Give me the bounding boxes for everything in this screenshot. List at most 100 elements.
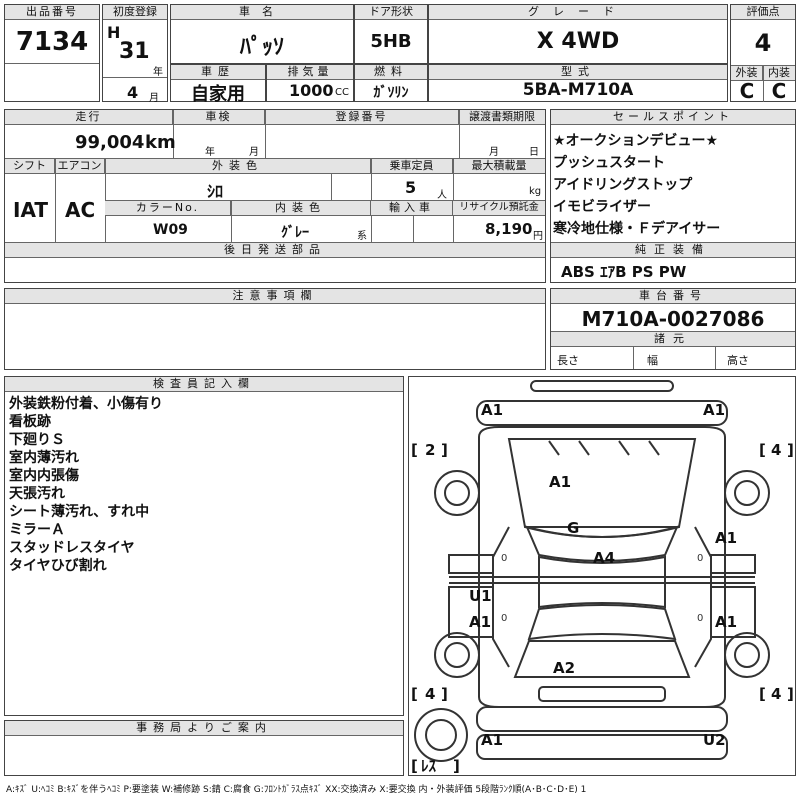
insp-month-unit: 月 xyxy=(249,147,259,158)
displacement-label: 排気量 xyxy=(267,65,353,80)
reg-year-unit: 年 xyxy=(153,67,163,78)
door-type: 5HB xyxy=(370,31,412,52)
equipment: ABS ｴｱB PS PW xyxy=(561,263,687,281)
displacement: 1000 xyxy=(289,81,334,100)
grade-box: グレード X 4WD xyxy=(428,4,728,64)
recycle-label: リサイクル預託金 xyxy=(453,201,545,216)
interior-color: ｸﾞﾚｰ xyxy=(281,225,309,241)
fuel-box: 燃料 ｶﾞｿﾘﾝ xyxy=(354,64,428,102)
capacity-unit: 人 xyxy=(437,190,447,201)
svg-text:]: ] xyxy=(441,685,448,703)
history: 自家用 xyxy=(191,84,245,105)
inspector-note: スタッドレスタイヤ xyxy=(9,540,135,556)
header-block: 出品番号 7134 初度登録 H 31 年 4 月 車名 ﾊﾟｯｿ ドア形状 5… xyxy=(4,4,796,105)
ext-label: 外装 xyxy=(731,66,763,81)
svg-text:[: [ xyxy=(411,685,418,703)
later-parts-label: 後日発送部品 xyxy=(5,243,545,258)
svg-text:]: ] xyxy=(441,441,448,459)
int-color-unit: 系 xyxy=(357,231,367,242)
shift-label: シフト xyxy=(5,159,55,174)
inspection-label: 車検 xyxy=(173,110,265,125)
reg-year: 31 xyxy=(119,39,150,64)
transfer-label: 譲渡書類期限 xyxy=(459,110,545,125)
int-label: 内装 xyxy=(763,66,795,81)
door-box: ドア形状 5HB xyxy=(354,4,428,64)
damage-mark: A1 xyxy=(715,529,737,547)
recycle-unit: 円 xyxy=(533,231,543,242)
car-name-label: 車名 xyxy=(171,5,353,20)
inspector-note: タイヤひび割れ xyxy=(9,558,107,574)
int-color-label: 内装色 xyxy=(231,201,371,216)
svg-text:[: [ xyxy=(759,685,766,703)
inspector-note: 天張汚れ xyxy=(9,486,65,502)
svg-text:[: [ xyxy=(759,441,766,459)
era: H xyxy=(107,23,121,42)
sales-item: アイドリングストップ xyxy=(553,177,693,193)
color-label: 外装色 xyxy=(105,159,371,174)
equip-label: 純正装備 xyxy=(551,243,795,258)
legend: A:ｷｽﾞ U:ﾍｺﾐ B:ｷｽﾞを伴うﾍｺﾐ P:要塗装 W:補修跡 S:錆 … xyxy=(6,785,587,795)
import-label: 輸入車 xyxy=(371,201,453,216)
tire-depth: 4 xyxy=(771,685,781,703)
damage-mark: A1 xyxy=(715,613,737,631)
first-reg-label: 初度登録 xyxy=(103,5,167,20)
model: 5BA-M710A xyxy=(522,80,634,100)
svg-text:[: [ xyxy=(411,757,418,775)
inspector-note: 室内薄汚れ xyxy=(9,450,79,466)
zero-mark: 0 xyxy=(501,613,507,624)
car-name: ﾊﾟｯｿ xyxy=(239,35,284,60)
svg-text:]: ] xyxy=(787,441,794,459)
sales-item: 寒冷地仕様・Ｆデアイサー xyxy=(553,221,721,237)
capacity: 5 xyxy=(405,178,417,197)
sales-label: セールスポイント xyxy=(551,110,795,125)
history-box: 車歴 自家用 xyxy=(170,64,266,105)
svg-text:[: [ xyxy=(411,441,418,459)
car-diagram-block: A1 A1 A1 G A4 A1 U1 A1 A1 A2 A1 U2 [ 2 ]… xyxy=(408,376,796,776)
sales-block: セールスポイント ★オークションデビュー★ プッシュスタート アイドリングストッ… xyxy=(550,109,796,283)
tire-depth: 4 xyxy=(771,441,781,459)
damage-mark: A1 xyxy=(703,401,725,419)
inspector-note: シート薄汚れ、すれ中 xyxy=(9,504,150,520)
insp-year-unit: 年 xyxy=(205,147,215,158)
width-label: 幅 xyxy=(647,354,658,367)
history-label: 車歴 xyxy=(171,65,265,80)
chassis-label: 車台番号 xyxy=(551,289,795,304)
recycle: 8,190 xyxy=(485,220,533,238)
damage-mark: A4 xyxy=(593,549,615,567)
lot-box: 出品番号 7134 xyxy=(4,4,100,102)
reg-no-label: 登録番号 xyxy=(265,110,459,125)
ac: AC xyxy=(65,198,96,222)
zero-mark: 0 xyxy=(697,613,703,624)
inspector-note: 外装鉄粉付着、小傷有り xyxy=(9,396,163,412)
damage-mark: A2 xyxy=(553,659,575,677)
fuel-label: 燃料 xyxy=(355,65,427,80)
transfer-month-unit: 月 xyxy=(489,147,499,158)
spec-block: 走行 車検 登録番号 譲渡書類期限 99,004 km 年 月 月 日 シフト … xyxy=(4,109,546,283)
grade-label: グレード xyxy=(429,5,727,20)
damage-mark: G xyxy=(567,519,579,537)
car-diagram: A1 A1 A1 G A4 A1 U1 A1 A1 A2 A1 U2 [ 2 ]… xyxy=(411,380,794,775)
lot-label: 出品番号 xyxy=(5,5,99,20)
exterior-color: ｼﾛ xyxy=(206,182,223,201)
model-box: 型式 5BA-M710A xyxy=(428,64,728,102)
capacity-label: 乗車定員 xyxy=(371,159,453,174)
displacement-box: 排気量 1000 CC xyxy=(266,64,354,102)
office-label: 事務局よりご案内 xyxy=(5,721,403,736)
inspector-block: 検査員記入欄 外装鉄粉付着、小傷有り 看板跡 下廻りＳ 室内薄汚れ 室内内張傷 … xyxy=(4,376,404,716)
fuel: ｶﾞｿﾘﾝ xyxy=(373,85,409,101)
height-label: 高さ xyxy=(727,354,749,367)
reg-month: 4 xyxy=(127,83,139,102)
inspector-note: 看板跡 xyxy=(9,414,51,430)
damage-mark: U2 xyxy=(703,731,726,749)
score: 4 xyxy=(754,29,772,57)
ext-rating: C xyxy=(739,79,755,103)
tire-depth: 4 xyxy=(425,685,435,703)
tire-depth: 2 xyxy=(425,441,435,459)
damage-mark: A1 xyxy=(469,613,491,631)
office-block: 事務局よりご案内 xyxy=(4,720,404,776)
sales-item: イモビライザー xyxy=(553,199,651,215)
damage-mark: A1 xyxy=(481,731,503,749)
damage-mark: A1 xyxy=(549,473,571,491)
reg-month-unit: 月 xyxy=(149,93,159,104)
int-rating: C xyxy=(771,79,787,103)
